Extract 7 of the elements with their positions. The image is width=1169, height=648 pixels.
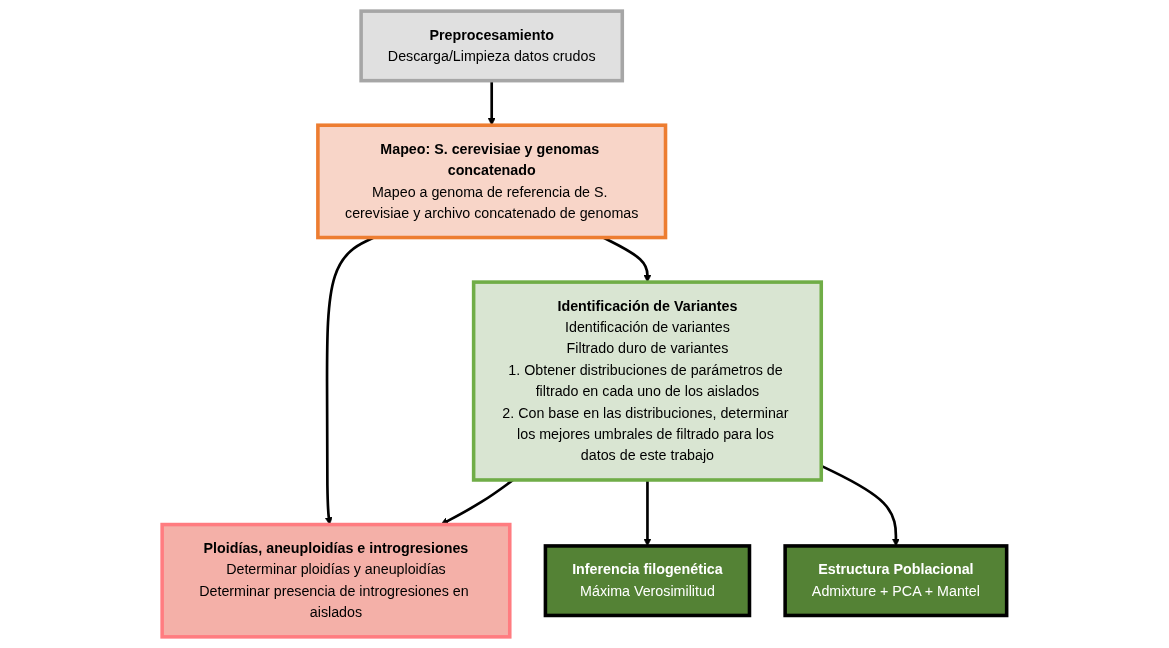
node-box: Identificación de Variantes Identificación de variantes Filtrado duro de variantes 1. Obtener distribuciones de parámetros de filtrado en cada uno de los aislados 2. Con base en las distribuciones, determinar los mejores umbrales de filtrado para los datos de este trabajo: [471, 280, 824, 482]
node-box: Mapeo: S. cerevisiae y genomas concatenado Mapeo a genoma de referencia de S. cerevisiae y archivo concatenado de genomas: [316, 123, 668, 240]
node-box: Estructura Poblacional Admixture + PCA + Mantel: [783, 544, 1009, 618]
arrow: [487, 80, 496, 126]
node-box: Preprocesamiento Descarga/Limpieza datos crudos: [359, 9, 625, 83]
node-box: Ploidías, aneuploidías e introgresiones Determinar ploidías y aneuploidías Determinar presencia de introgresiones en aislados: [160, 522, 512, 639]
node-box: Inferencia filogenética Máxima Verosimilitud: [543, 544, 752, 618]
